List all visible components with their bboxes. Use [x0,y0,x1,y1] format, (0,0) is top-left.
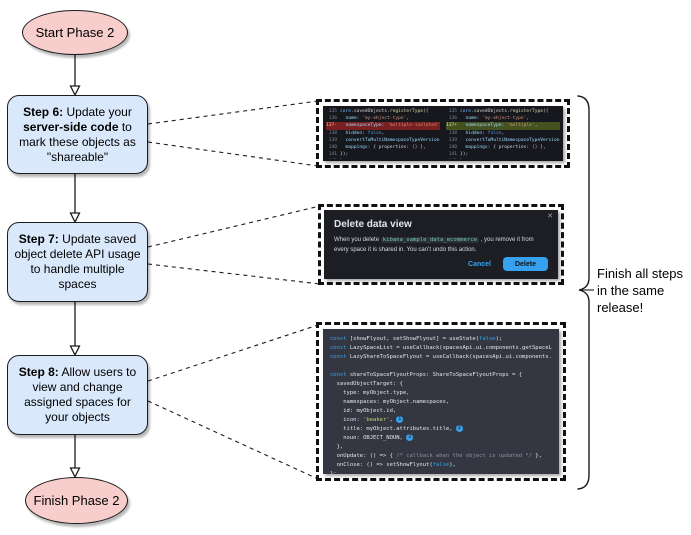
annotation-text: Finish all steps in the same release! [597,266,683,315]
start-node: Start Phase 2 [22,10,128,55]
code-line: type: myObject.type, [330,390,410,396]
step8-node: Step 8: Allow users to view and change a… [7,355,148,435]
step7-node: Step 7: Update saved object delete API u… [7,222,148,302]
dialog-body: When you delete kibana_sample_data_ecomm… [334,236,542,255]
code-line: 137- namespaceType: 'multiple-isolated', [326,122,440,130]
code-line: const LazyShareToSpaceFlyout = useCallba… [330,354,552,360]
start-label: Start Phase 2 [35,25,115,40]
callout-line-step7-bottom [147,263,321,285]
dialog-title: Delete data view [334,219,412,230]
curly-brace [577,95,590,490]
step6-label: Step 6: Update your server-side code to … [19,104,136,164]
arrowhead-icon [69,212,81,224]
code-line: noun: OBJECT_NOUN, 3 [330,434,552,443]
code-line: onUpdate: () => { /* callback when the o… [330,453,542,459]
code-line: 141}); [328,152,349,158]
code-line: 142} [446,158,560,159]
code-line: 137+ namespaceType: 'multiple', [446,122,560,130]
code-line: id: myObject.id, [330,408,397,414]
arrowhead-icon [69,85,81,97]
code-line: 139 convertToMultiNamespaceTypeVersion: … [448,137,560,143]
callout-line-step7-top [147,205,321,248]
delete-data-view-dialog: ✕ Delete data view When you delete kiban… [324,210,558,279]
code-line: 139 convertToMultiNamespaceTypeVersion: … [328,137,440,143]
code-line: 140 mappings: { properties: {} }, [328,144,426,150]
code-line: 138 hidden: false, [328,130,385,136]
code-line: 136 name: 'my-object-type', [328,116,410,122]
arrowhead-icon [69,345,81,357]
code-panel: const [showFlyout, setShowFlyout] = useS… [316,322,566,481]
dialog-body-suffix: , you remove it from every space it is s… [334,237,534,253]
dialog-body-prefix: When you delete [334,237,381,243]
code-line: 140 mappings: { properties: {} }, [448,144,546,150]
step7-label: Step 7: Update saved object delete API u… [14,232,141,291]
callout-line-step8-top [147,324,319,382]
close-icon[interactable]: ✕ [547,213,553,220]
code-line: 138 hidden: false, [448,130,505,136]
code-line: onClose: () => setShowFlyout(false), [330,462,456,468]
code-line: const [showFlyout, setShowFlyout] = useS… [330,336,503,342]
index-name-code: kibana_sample_data_ecommerce [380,237,479,243]
code-line: title: myObject.attributes.title, 2 [330,425,552,434]
callout-line-step8-bottom [147,400,319,480]
delete-button[interactable]: Delete [502,257,548,271]
step8-label: Step 8: Allow users to view and change a… [18,365,137,424]
code-line: const shareToSpaceFlyoutProps: ShareToSp… [330,372,523,378]
code-line: 141}); [448,152,469,158]
dialog-actions: Cancel Delete [468,257,548,271]
code-line: namespaces: myObject.namespaces, [330,399,450,405]
dialog-panel: ✕ Delete data view When you delete kiban… [318,204,564,285]
code-line [330,362,552,371]
code-line: const LazySpaceList = useCallback(spaces… [330,345,552,351]
code-line: icon: 'beaker', 1 [330,416,552,425]
cancel-button[interactable]: Cancel [468,260,491,268]
finish-node: Finish Phase 2 [25,477,128,524]
step6-node: Step 6: Update your server-side code to … [7,95,148,174]
callout-line-step6-bottom [147,141,319,167]
finish-label: Finish Phase 2 [33,493,120,508]
code-line: }; [330,471,337,474]
code-line: }, [330,444,344,450]
code-line: 142} [326,158,440,159]
code-line: savedObjectTarget: { [330,381,403,387]
flyout-code-screenshot: const [showFlyout, setShowFlyout] = useS… [323,329,559,474]
callout-line-step6-top [147,100,319,125]
arrowhead-icon [69,467,81,479]
code-line: 136 name: 'my-object-type', [448,116,530,122]
